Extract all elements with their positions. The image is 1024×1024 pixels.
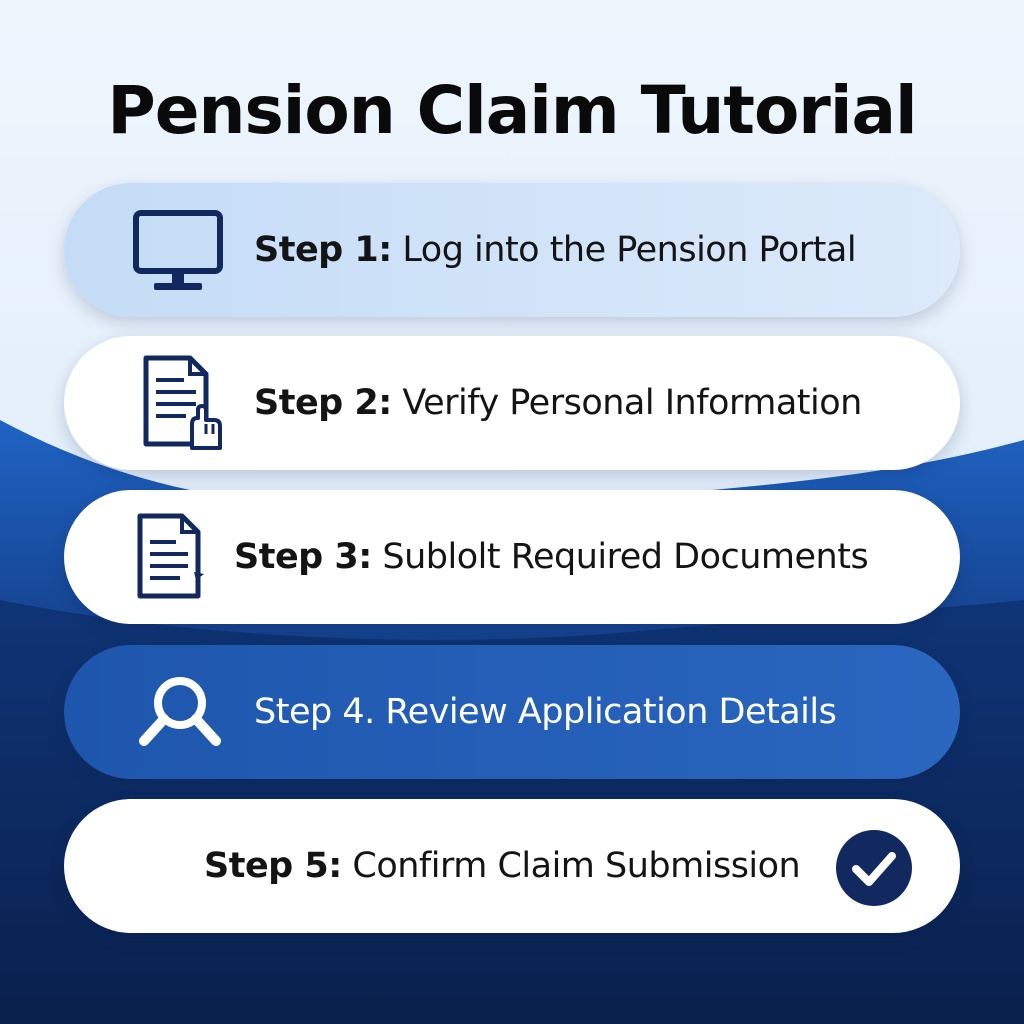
checkmark-icon [836,830,912,906]
step-1-label: Step 1: [254,230,392,270]
step-1-description: Log into the Pension Portal [391,230,857,270]
monitor-icon [133,210,223,290]
step-5-description: Confirm Claim Submission [341,846,801,886]
step-5-text: Step 5: Confirm Claim Submission [204,799,801,933]
step-1-text: Step 1: Log into the Pension Portal [254,183,857,317]
step-1-card[interactable]: Step 1: Log into the Pension Portal [64,183,960,317]
step-4-label: Step 4. [254,692,375,732]
page-title: Pension Claim Tutorial [107,72,917,149]
step-4-text: Step 4. Review Application Details [254,645,837,779]
step-5-label: Step 5: [204,846,342,886]
step-3-text: Step 3: Sublolt Required Documents [234,490,869,624]
step-5-card[interactable]: Step 5: Confirm Claim Submission [64,799,960,933]
document-hand-icon [143,355,222,450]
document-icon [137,513,204,599]
step-4-description: Review Application Details [374,692,837,732]
step-2-text: Step 2: Verify Personal Information [254,336,862,470]
step-2-card[interactable]: Step 2: Verify Personal Information [64,336,960,470]
step-2-description: Verify Personal Information [391,383,862,423]
step-3-card[interactable]: Step 3: Sublolt Required Documents [64,490,960,624]
step-3-description: Sublolt Required Documents [371,537,869,577]
magnifier-icon [139,677,221,746]
step-2-label: Step 2: [254,383,392,423]
step-3-label: Step 3: [234,537,372,577]
step-4-card[interactable]: Step 4. Review Application Details [64,645,960,779]
